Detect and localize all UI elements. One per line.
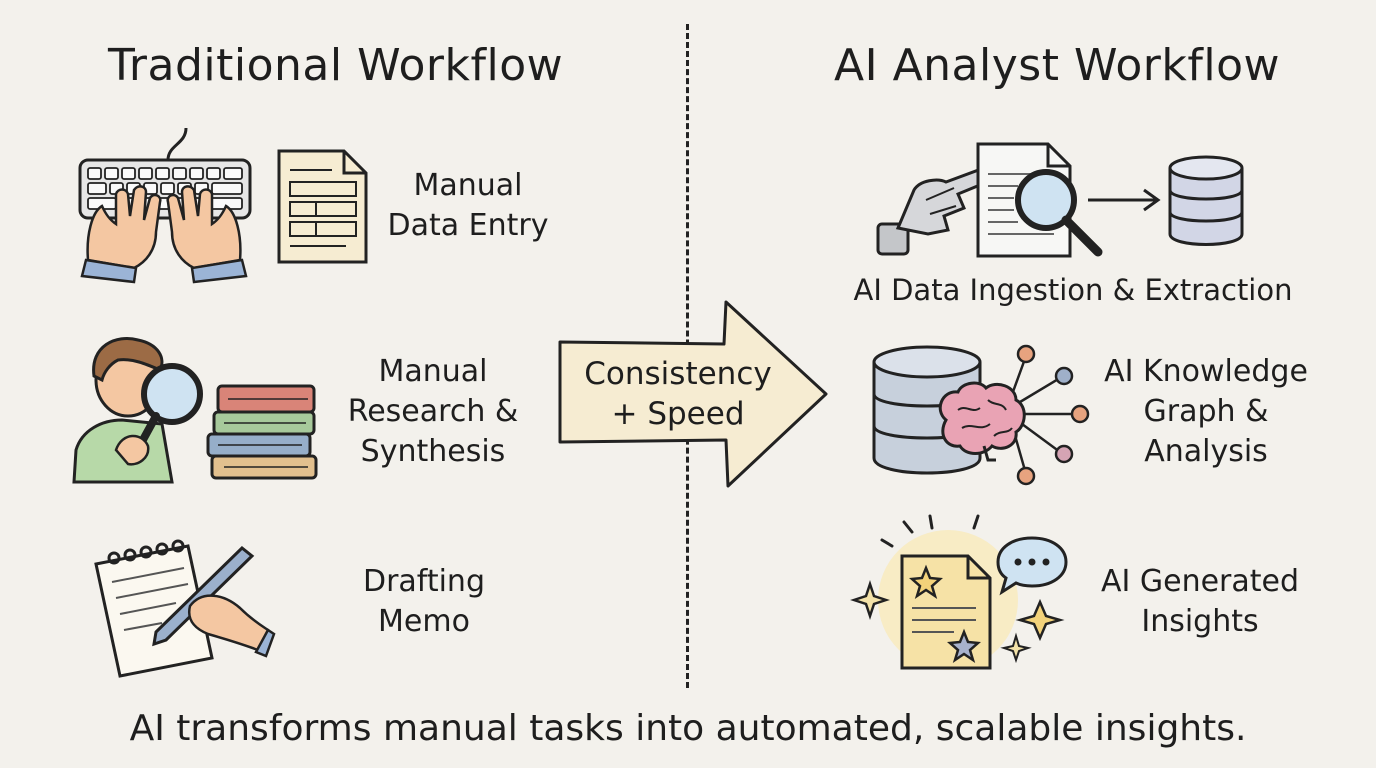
step-label-manual-research: Manual Research & Synthesis: [347, 354, 519, 469]
step-label-manual-data-entry: Manual Data Entry: [387, 168, 549, 243]
left-title: Traditional Workflow: [108, 40, 564, 91]
robot-hand-icon: [876, 166, 995, 256]
bottom-caption: AI transforms manual tasks into automate…: [129, 708, 1247, 749]
step-label-ai-ingestion: AI Data Ingestion & Extraction: [853, 273, 1293, 307]
speech-bubble-icon: [996, 536, 1068, 596]
starred-document-icon: [900, 554, 992, 670]
right-title: AI Analyst Workflow: [834, 40, 1280, 91]
step-label-ai-knowledge-graph: AI Knowledge Graph & Analysis: [1104, 354, 1308, 469]
book-stack-icon: [206, 384, 318, 480]
document-search-icon: [976, 142, 1103, 258]
transformation-arrow: [558, 300, 828, 488]
step-label-drafting-memo: Drafting Memo: [362, 564, 485, 639]
keyboard-hands-icon: [78, 127, 252, 284]
brain-icon: [938, 381, 1026, 462]
person-magnifier-icon: [72, 337, 203, 484]
database-icon: [1168, 155, 1244, 246]
notepad-pen-icon: [94, 539, 276, 678]
step-label-ai-insights: AI Generated Insights: [1100, 564, 1300, 639]
arrow-right-icon: [1088, 188, 1161, 212]
arrow-label: Consistency + Speed: [584, 356, 772, 432]
document-form-icon: [277, 149, 368, 264]
